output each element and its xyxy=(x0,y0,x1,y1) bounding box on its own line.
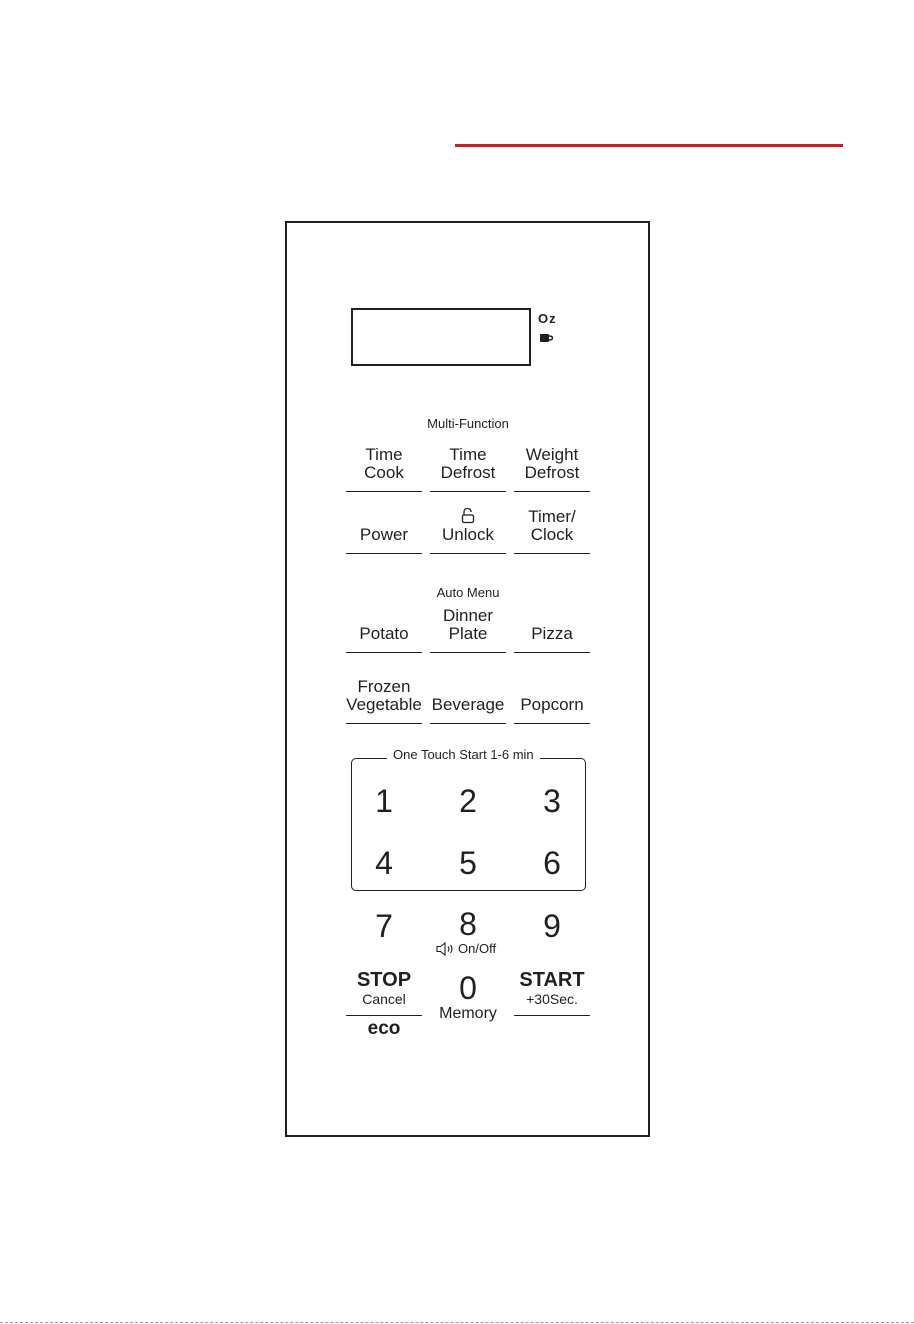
plus-30sec-label: +30Sec. xyxy=(514,991,590,1007)
one-touch-start-label: One Touch Start 1-6 min xyxy=(387,747,540,762)
stop-label: STOP xyxy=(346,969,422,991)
page-bottom-divider xyxy=(0,1322,914,1323)
unlock-icon xyxy=(460,507,476,524)
cup-icon xyxy=(539,333,553,343)
number-4-button[interactable]: 4 xyxy=(346,846,422,880)
number-5-button[interactable]: 5 xyxy=(430,846,506,880)
key-label-line1: Weight xyxy=(514,446,590,464)
number-8-button[interactable]: 8 xyxy=(430,907,506,941)
cancel-label: Cancel xyxy=(346,991,422,1007)
timer-clock-button[interactable]: Timer/Clock xyxy=(514,505,590,554)
key-label-line2: Clock xyxy=(514,526,590,544)
start-label: START xyxy=(514,969,590,991)
key-label-line2: Cook xyxy=(346,464,422,482)
key-label: Potato xyxy=(346,625,422,643)
key-label-line1: Time xyxy=(346,446,422,464)
key-label-line2: Defrost xyxy=(430,464,506,482)
potato-button[interactable]: Potato xyxy=(346,606,422,653)
key-label: Unlock xyxy=(430,526,506,544)
start-30sec-button[interactable]: START +30Sec. xyxy=(514,969,590,1016)
multi-function-label: Multi-Function xyxy=(368,416,568,431)
memory-label: Memory xyxy=(430,1005,506,1023)
key-label-line1: Timer/ xyxy=(514,508,590,526)
lcd-display xyxy=(351,308,531,366)
header-accent-line xyxy=(455,144,843,147)
popcorn-button[interactable]: Popcorn xyxy=(514,676,590,724)
number-2-button[interactable]: 2 xyxy=(430,784,506,818)
key-label: Beverage xyxy=(430,696,506,714)
number-9-button[interactable]: 9 xyxy=(514,909,590,943)
number-0-button[interactable]: 0 xyxy=(430,971,506,1005)
key-label-line1: Time xyxy=(430,446,506,464)
key-label: Popcorn xyxy=(514,696,590,714)
number-7-button[interactable]: 7 xyxy=(346,909,422,943)
pizza-button[interactable]: Pizza xyxy=(514,606,590,653)
beverage-button[interactable]: Beverage xyxy=(430,676,506,724)
power-button[interactable]: Power xyxy=(346,505,422,554)
auto-menu-label: Auto Menu xyxy=(368,585,568,600)
key-label-line2: Vegetable xyxy=(346,696,422,714)
speaker-icon xyxy=(436,942,458,956)
oz-indicator: Oz xyxy=(538,311,557,326)
unlock-button[interactable]: Unlock xyxy=(430,505,506,554)
number-1-button[interactable]: 1 xyxy=(346,784,422,818)
stop-cancel-button[interactable]: STOP Cancel xyxy=(346,969,422,1016)
key-label-line1: Frozen xyxy=(346,678,422,696)
number-6-button[interactable]: 6 xyxy=(514,846,590,880)
sound-on-off-label: On/Off xyxy=(458,941,496,956)
number-3-button[interactable]: 3 xyxy=(514,784,590,818)
eco-label[interactable]: eco xyxy=(346,1018,422,1040)
key-label: Pizza xyxy=(514,625,590,643)
key-label: Power xyxy=(346,526,422,544)
key-label-line2: Plate xyxy=(430,625,506,643)
key-label-line2: Defrost xyxy=(514,464,590,482)
key-label-line1: Dinner xyxy=(430,607,506,625)
